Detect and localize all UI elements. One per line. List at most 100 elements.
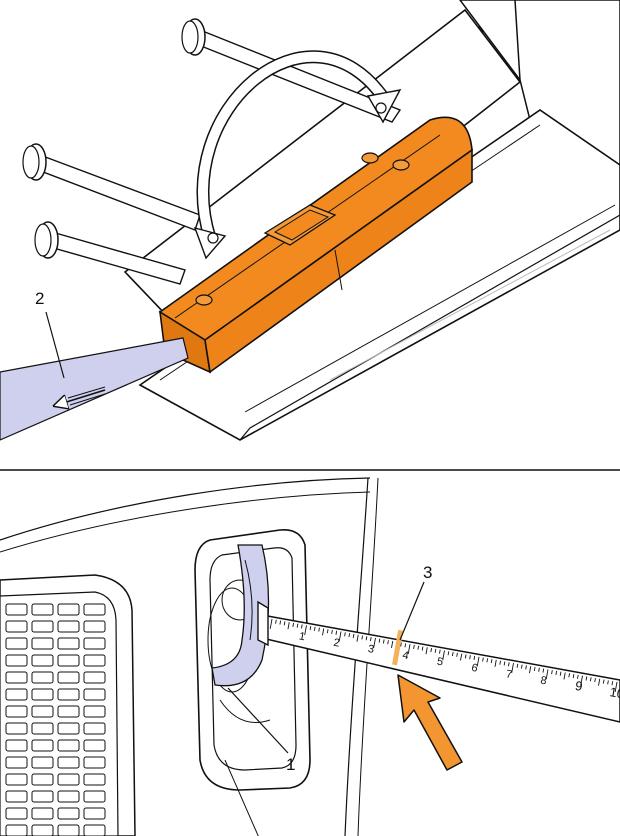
tape-tick [580,675,583,686]
grille-slot [31,790,54,803]
grille-slot [31,807,54,820]
tape-tick [476,656,480,667]
tape-tick-label: 4 [401,649,409,662]
tape-tick [387,640,389,645]
grille-slot [57,790,80,803]
tape-tick [516,663,519,668]
grille-slot [5,824,28,836]
tape-tick [373,637,376,648]
tape-tick [598,678,601,686]
grille-slot [57,756,80,769]
tape-tick [607,680,609,685]
tape-tick [421,646,424,651]
tape-tick [538,667,540,672]
tape-tick [313,626,316,631]
tape-tick [296,623,299,628]
top-panel: 2 [0,0,620,441]
tape-tick [545,669,549,680]
tape-tick [559,671,562,676]
tape-tick [469,655,471,660]
hook-highlight-inner [244,559,253,641]
tape-tick [407,644,411,655]
tape-tick [551,670,553,675]
tape-tick [425,647,428,655]
tape-tick [287,622,290,630]
grille-slot [31,620,54,633]
stud-lower [34,221,186,285]
grille-slot [83,688,106,701]
body-contour-1 [0,477,371,541]
tape-tick [503,661,506,666]
tape-tick-label: 10 [608,684,620,701]
grille-slot [31,688,54,701]
tape-tick-label: 5 [436,656,444,669]
tape-tick-label: 3 [367,643,375,656]
grille-slot [83,773,106,786]
tape-tick [508,662,510,667]
tape-tick [322,628,325,636]
tape-tick [365,636,368,641]
module-screw-3 [195,294,213,306]
tape-tick [555,670,558,675]
tape-tick [378,638,381,643]
bracket-groove [244,204,616,413]
tape-tick [451,651,454,657]
module-screw-2 [392,159,410,171]
tape-tick [572,674,575,679]
tape-tick [309,626,312,631]
tape-tick [542,668,545,673]
tape-tick-label: 1 [298,630,306,643]
tape-tick [439,649,441,654]
grille-slot [31,773,54,786]
body-contour-2 [0,491,371,553]
grille-slot [31,637,54,650]
tape-tick-label: 6 [470,662,478,675]
tape-ticks [269,618,618,692]
grille-slot [31,671,54,684]
tape-tick [417,645,420,650]
tape-tick [460,653,463,661]
tape-tick [348,633,351,638]
grille-slot [57,603,80,616]
stud-middle [22,143,201,231]
tape-tick [269,618,273,629]
grille-slot [31,603,54,616]
grille-slot [57,773,80,786]
tape-tick [442,650,445,661]
tape-end-hook [257,600,269,647]
grille-slot [83,620,106,633]
tape-tick [533,666,536,672]
tape-strip [261,614,620,723]
tape-tick [292,622,295,627]
tape-tick [568,673,571,678]
grille-slot [83,671,106,684]
grille-slot [5,739,28,752]
tape-tick [482,657,484,662]
tape-tick [391,640,394,648]
grille-slot [31,654,54,667]
grille-slot [83,790,106,803]
tape-tick [594,677,596,683]
bracket-base-lip [239,214,620,441]
grille-slot [83,637,106,650]
grille-slot [57,620,80,633]
stud-top [181,18,402,123]
tape-tick [520,664,523,669]
grille-slot [83,603,106,616]
tape-tick-label: 8 [539,675,547,688]
grille-slot [83,739,106,752]
grille-slot [57,807,80,820]
tape-tick [602,679,605,684]
tape-tick [473,655,476,661]
grille-slot [5,722,28,735]
grille-slot [31,824,54,836]
tape-tick-label: 9 [574,678,584,694]
tape-tick [464,654,467,659]
grille-slot [5,620,28,633]
tape-tick [275,619,277,624]
grille-slot [31,739,54,752]
harness-highlight [0,337,189,441]
tape-tick [335,630,338,635]
tape-tick [430,648,433,653]
grille-slot [5,790,28,803]
